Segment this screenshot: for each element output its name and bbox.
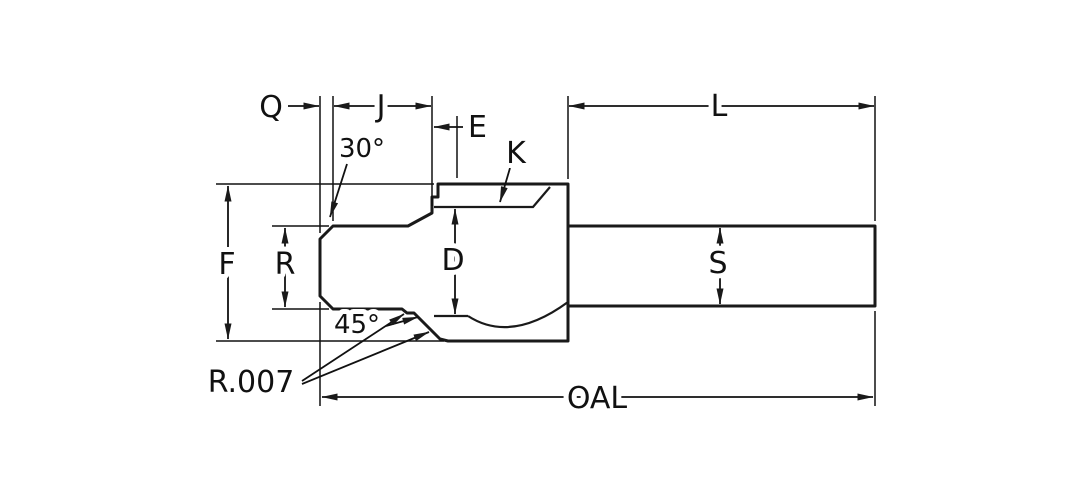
angle-label-45deg: 45° bbox=[334, 310, 380, 340]
leader-30deg bbox=[329, 163, 348, 218]
angle-label-30deg: 30° bbox=[339, 134, 385, 164]
dim-label-r: R bbox=[275, 247, 296, 282]
dim-label-q: Q bbox=[259, 90, 283, 125]
leader-45deg bbox=[385, 316, 419, 327]
flute-curve bbox=[467, 301, 569, 329]
dim-label-f: F bbox=[218, 247, 235, 282]
dim-label-s: S bbox=[708, 246, 727, 281]
leader-r007-upper bbox=[301, 313, 405, 382]
dim-label-oal: OAL bbox=[567, 381, 628, 416]
tool-outline bbox=[318, 182, 877, 343]
leader-r007-lower bbox=[301, 331, 430, 385]
dim-label-d: D bbox=[441, 243, 464, 278]
step-edge-top-line bbox=[434, 186, 551, 209]
dim-label-k: K bbox=[506, 136, 527, 171]
dim-label-e: E bbox=[468, 110, 487, 145]
dim-label-j: J bbox=[375, 89, 386, 124]
leader-k bbox=[499, 167, 511, 203]
radius-label-r007: R.007 bbox=[208, 365, 295, 400]
dim-label-l: L bbox=[711, 89, 728, 124]
